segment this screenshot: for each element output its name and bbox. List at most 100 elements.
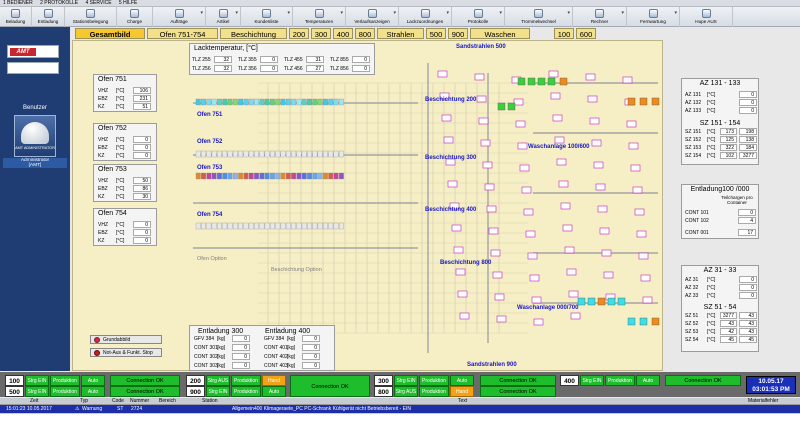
tab-beschichtung[interactable]: Beschichtung — [220, 28, 287, 39]
production-status[interactable]: Produktion — [419, 386, 449, 397]
toolbar-button-artikel[interactable]: Artikel▾ — [206, 7, 241, 27]
toolbar-button-beladung[interactable]: Beladung — [0, 7, 32, 27]
carrier-slot — [227, 222, 233, 230]
toolbar-button-stationsbelegung[interactable]: Stationsbelegung — [65, 7, 117, 27]
carrier-slot — [338, 222, 344, 230]
control-status[interactable]: Strg EIN — [206, 386, 230, 397]
station-box — [597, 205, 608, 213]
mode-status[interactable]: Hand — [450, 386, 474, 397]
message-row[interactable]: 15:01:23 10.05.2017 ⚠ Warnung ST 2724 Al… — [0, 405, 800, 413]
mode-status[interactable]: Hand — [262, 375, 286, 386]
tab-200[interactable]: 200 — [289, 28, 309, 39]
toolbar-button-kundenliste[interactable]: Kundenliste▾ — [241, 7, 293, 27]
col-typ[interactable]: Typ — [80, 398, 89, 404]
emergency-stop-button[interactable]: Not-Aus & Funkt. Stop — [90, 348, 162, 357]
mode-status[interactable]: Auto — [262, 386, 286, 397]
tab-800[interactable]: 800 — [355, 28, 375, 39]
menu-protokolle[interactable]: 2 PROTOKOLLE — [40, 0, 79, 6]
carrier-slot — [211, 172, 217, 180]
tab-strahlen[interactable]: Strahlen — [377, 28, 424, 39]
production-status[interactable]: Produktion — [50, 375, 80, 386]
mode-status[interactable]: Auto — [81, 386, 105, 397]
tab-300[interactable]: 300 — [311, 28, 331, 39]
station-box — [556, 158, 567, 166]
avatar-caption: AMT ADMINISTRATOR — [15, 146, 55, 150]
toolbar-button-trommelwechsel[interactable]: Trommelwechsel▾ — [505, 7, 573, 27]
carrier-slot — [206, 98, 212, 106]
tab-100[interactable]: 100 — [554, 28, 574, 39]
toolbar-button-entladung[interactable]: Entladung — [32, 7, 65, 27]
menu-bediener[interactable]: 1 BEDIENER — [3, 0, 33, 6]
production-status[interactable]: Produktion — [605, 375, 635, 386]
toolbar-button-hupe-aus[interactable]: Hupe AUS — [680, 7, 733, 27]
tab-600[interactable]: 600 — [576, 28, 596, 39]
station-box — [490, 249, 501, 257]
carrier-slot — [264, 172, 270, 180]
station-box — [587, 95, 598, 103]
grundabbild-button[interactable]: Grundabbild — [90, 335, 162, 344]
az31-value: 43 — [720, 320, 737, 327]
carrier-slot — [195, 172, 201, 180]
az131-value-2: 3277 — [739, 152, 757, 159]
col-text[interactable]: Text — [458, 398, 468, 404]
tab-waschen[interactable]: Waschen — [470, 28, 530, 39]
logo-field — [7, 62, 59, 74]
menu-service[interactable]: 4 SERVICE — [85, 0, 112, 6]
production-status[interactable]: Produktion — [231, 386, 261, 397]
user-avatar[interactable]: AMT ADMINISTRATOR — [14, 115, 56, 157]
mode-status[interactable]: Auto — [81, 375, 105, 386]
toolbar-button-rechner[interactable]: Rechner▾ — [573, 7, 627, 27]
col-bereich[interactable]: Bereich — [159, 398, 176, 404]
carrier-slot — [317, 172, 323, 180]
toolbar-button-charge[interactable]: Charge — [117, 7, 153, 27]
toolbar-button-fernwartung[interactable]: Fernwartung▾ — [627, 7, 680, 27]
col-code[interactable]: Code — [112, 398, 124, 404]
station-box — [529, 274, 540, 282]
control-status[interactable]: Strg EIN — [394, 375, 418, 386]
toolbar-button-lackzuordnungen[interactable]: Lackzuordnungen▾ — [399, 7, 452, 27]
mode-status[interactable]: Auto — [450, 375, 474, 386]
carrier-slot — [296, 172, 302, 180]
message-list-empty — [0, 413, 800, 423]
station-box — [562, 224, 573, 232]
tab-500[interactable]: 500 — [426, 28, 446, 39]
toolbar-button-temperaturen[interactable]: Temperaturen▾ — [293, 7, 346, 27]
menu-hilfe[interactable]: 5 HILFE — [118, 0, 138, 6]
tab-400[interactable]: 400 — [333, 28, 353, 39]
carrier-slot — [195, 98, 201, 106]
station-indicator — [651, 317, 660, 326]
mode-status[interactable]: Auto — [636, 375, 660, 386]
production-status[interactable]: Produktion — [50, 386, 80, 397]
col-station[interactable]: Station — [202, 398, 218, 404]
entladung300-row: GFV 384[kg]0 — [190, 335, 334, 343]
toolbar-button-protokolle[interactable]: Protokolle▾ — [452, 7, 505, 27]
az131-value: 0 — [739, 99, 757, 106]
az131-unit: [°C] — [707, 145, 716, 151]
production-status[interactable]: Produktion — [419, 375, 449, 386]
entladung400-unit: [kg] — [287, 363, 296, 369]
tab-ofen[interactable]: Ofen 751-754 — [147, 28, 218, 39]
az31-unit: [°C] — [707, 329, 716, 335]
paint-temp-label: TLZ 855 — [330, 57, 349, 63]
toolbar-button-auftr-ge[interactable]: Aufträge▾ — [153, 7, 206, 27]
toolbar-label: Kundenliste — [254, 19, 279, 24]
production-status[interactable]: Produktion — [231, 375, 261, 386]
control-status[interactable]: Strg AUS — [394, 386, 418, 397]
control-status[interactable]: Strg EIN — [580, 375, 604, 386]
tab-gesamtbild[interactable]: Gesamtbild — [75, 28, 145, 39]
toolbar-button-verlaufsanzeigen[interactable]: Verlaufsanzeigen▾ — [346, 7, 399, 27]
col-nummer[interactable]: Nummer — [130, 398, 150, 404]
control-status[interactable]: Strg EIN — [25, 386, 49, 397]
col-materialfehler[interactable]: Materialfehler — [748, 398, 779, 404]
col-zeit[interactable]: Zeit — [30, 398, 39, 404]
carrier-slot — [206, 222, 212, 230]
unloading-100-label: CONT 101 — [685, 210, 709, 216]
carrier-slot — [227, 150, 233, 158]
control-status[interactable]: Strg EIN — [25, 375, 49, 386]
tab-900[interactable]: 900 — [448, 28, 468, 39]
user-heading: Benutzer — [22, 105, 47, 111]
control-status[interactable]: Strg AUS — [206, 375, 230, 386]
carrier-slot — [264, 150, 270, 158]
